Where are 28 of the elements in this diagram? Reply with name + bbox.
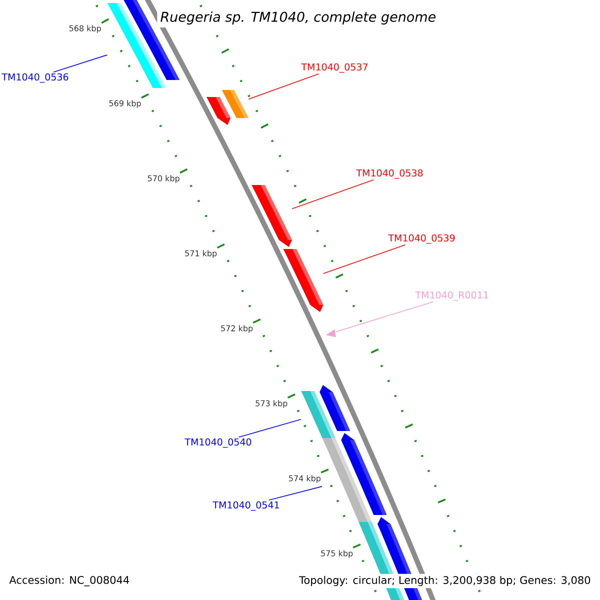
gene-bar	[283, 249, 324, 312]
scale-label: 570 kbp	[148, 175, 180, 183]
footer-text: Topology: circular; Length: 3,200,938 bp; Genes: 3,080	[297, 574, 593, 588]
scale-label: 571 kbp	[185, 250, 217, 258]
gene-bar	[322, 438, 372, 522]
leader-line	[268, 486, 322, 501]
leader-line	[292, 179, 374, 210]
gene-bar	[252, 185, 292, 247]
gene-bar	[222, 90, 248, 118]
gene-triangle	[326, 329, 336, 338]
leader-line	[323, 244, 406, 274]
gene-label: TM1040_0541	[212, 501, 279, 511]
gene-label: TM1040_0539	[388, 234, 455, 244]
leader-line	[238, 419, 302, 438]
gene-label: TM1040_0537	[301, 63, 368, 73]
gene-label: TM1040_0540	[184, 438, 252, 448]
leader-line	[53, 54, 108, 73]
scale-label: 569 kbp	[109, 100, 141, 108]
gene-bar	[301, 391, 336, 438]
leader-line	[248, 73, 319, 100]
gene-label: TM1040_R0011	[415, 291, 488, 301]
scale-label: 572 kbp	[221, 325, 253, 333]
gene-label: TM1040_0536	[2, 73, 68, 83]
gene-label: TM1040_0538	[356, 169, 423, 179]
map-title: Ruegeria sp. TM1040, complete genome	[157, 8, 440, 28]
footer-text: Accession: NC_008044	[7, 574, 132, 588]
scale-label: 575 kbp	[321, 550, 353, 558]
leader-line	[336, 301, 434, 332]
